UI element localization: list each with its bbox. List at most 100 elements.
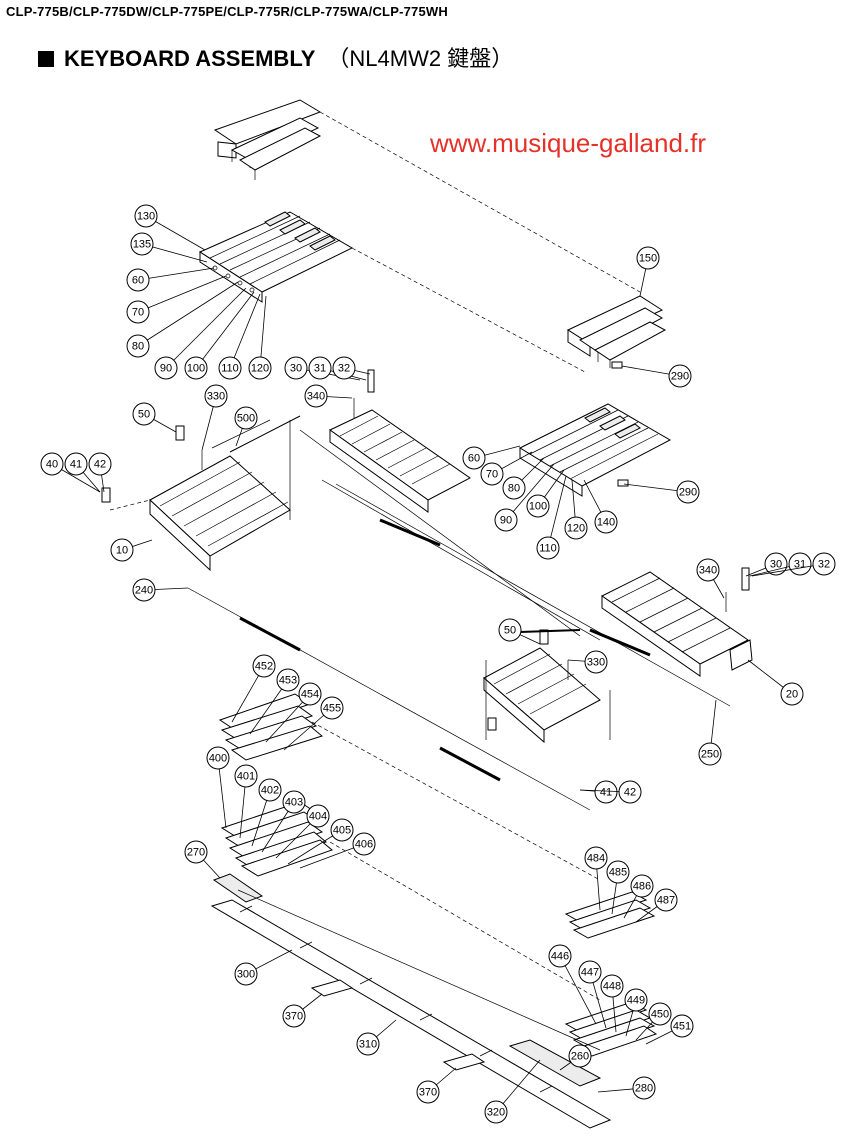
- callout-label: 330: [587, 657, 605, 669]
- callout-circle: [88, 452, 112, 476]
- leader-line: [137, 281, 239, 347]
- callout-150: 150: [636, 246, 660, 297]
- callout-label: 120: [251, 363, 269, 375]
- frame-right: [601, 567, 753, 677]
- callout-label: 30: [770, 559, 782, 571]
- callout-circle: [632, 1076, 656, 1100]
- callout-circle: [132, 578, 156, 602]
- callout-label: 330: [207, 391, 225, 403]
- callout-41: 41: [64, 452, 101, 493]
- callout-circle: [218, 356, 242, 380]
- callout-label: 250: [701, 749, 719, 761]
- callout-label: 447: [581, 967, 599, 979]
- callout-circle: [234, 962, 258, 986]
- callout-500: 500: [234, 406, 258, 447]
- callout-circle: [676, 480, 700, 504]
- frame-center: [329, 369, 471, 513]
- callout-circle: [764, 552, 788, 576]
- callout-484: 484: [584, 846, 608, 911]
- callout-circle: [624, 988, 648, 1012]
- callout-60: 60: [126, 267, 215, 292]
- callout-250: 250: [698, 699, 722, 766]
- callout-circle: [284, 356, 308, 380]
- white-keys-upper-left: [198, 211, 354, 303]
- callout-401: 401: [234, 764, 258, 839]
- callout-label: 135: [133, 239, 151, 251]
- callout-label: 370: [419, 1087, 437, 1099]
- callout-label: 260: [571, 1051, 589, 1063]
- callout-50: 50: [498, 618, 541, 645]
- callout-label: 320: [487, 1107, 505, 1119]
- callout-label: 485: [609, 867, 627, 879]
- callout-label: 90: [500, 515, 512, 527]
- callout-486: 486: [623, 874, 654, 919]
- callout-label: 110: [539, 543, 557, 555]
- callout-label: 80: [508, 483, 520, 495]
- callout-label: 453: [279, 675, 297, 687]
- callout-label: 20: [786, 689, 798, 701]
- callout-circle: [126, 268, 150, 292]
- callout-446: 446: [548, 944, 597, 1025]
- callout-label: 80: [132, 341, 144, 353]
- callout-80: 80: [126, 281, 239, 358]
- callout-circle: [304, 384, 328, 408]
- callout-label: 290: [671, 371, 689, 383]
- callout-41: 41: [579, 780, 618, 804]
- callout-330: 330: [201, 384, 228, 451]
- callout-circle: [320, 696, 344, 720]
- callout-20: 20: [747, 659, 804, 706]
- callout-label: 310: [359, 1039, 377, 1051]
- callout-70: 70: [126, 275, 227, 324]
- callout-label: 10: [116, 545, 128, 557]
- callout-400: 400: [206, 746, 230, 829]
- callout-290: 290: [623, 480, 700, 504]
- callout-label: 150: [639, 253, 657, 265]
- callout-circle: [330, 818, 354, 842]
- callout-10: 10: [110, 538, 153, 562]
- callout-42: 42: [579, 780, 642, 804]
- callout-circle: [630, 874, 654, 898]
- callout-406: 406: [299, 832, 376, 869]
- callout-450: 450: [635, 1002, 672, 1041]
- callout-circle: [668, 364, 692, 388]
- callout-circle: [788, 552, 812, 576]
- callout-label: 41: [600, 787, 612, 799]
- callout-label: 41: [70, 459, 82, 471]
- callout-circle: [64, 452, 88, 476]
- callout-449: 449: [624, 988, 648, 1037]
- callout-circle: [584, 650, 608, 674]
- callout-circle: [282, 790, 306, 814]
- leader-line: [137, 267, 215, 281]
- callout-label: 449: [627, 995, 645, 1007]
- callout-405: 405: [287, 818, 354, 865]
- callout-370: 370: [282, 993, 323, 1028]
- callout-label: 403: [285, 797, 303, 809]
- callout-50: 50: [132, 402, 177, 433]
- callout-circle: [670, 1014, 694, 1038]
- callout-circle: [132, 402, 156, 426]
- callout-circle: [252, 654, 276, 678]
- callout-label: 455: [323, 703, 341, 715]
- callout-label: 486: [633, 881, 651, 893]
- callout-circle: [332, 356, 356, 380]
- callout-label: 240: [135, 585, 153, 597]
- callout-circle: [480, 462, 504, 486]
- callout-circle: [600, 974, 624, 998]
- callout-circle: [134, 204, 158, 228]
- callout-32: 32: [332, 356, 371, 380]
- callout-140: 140: [583, 479, 618, 534]
- callout-330: 330: [567, 650, 608, 674]
- callout-circle: [206, 746, 230, 770]
- callout-label: 270: [187, 847, 205, 859]
- callout-487: 487: [635, 888, 678, 923]
- callout-circle: [306, 804, 330, 828]
- callout-300: 300: [234, 949, 293, 986]
- callout-label: 30: [290, 363, 302, 375]
- callout-circle: [416, 1080, 440, 1104]
- callout-label: 452: [255, 661, 273, 673]
- callout-circle: [462, 446, 486, 470]
- leader-line: [229, 293, 261, 369]
- callout-circle: [356, 1032, 380, 1056]
- callout-circle: [696, 558, 720, 582]
